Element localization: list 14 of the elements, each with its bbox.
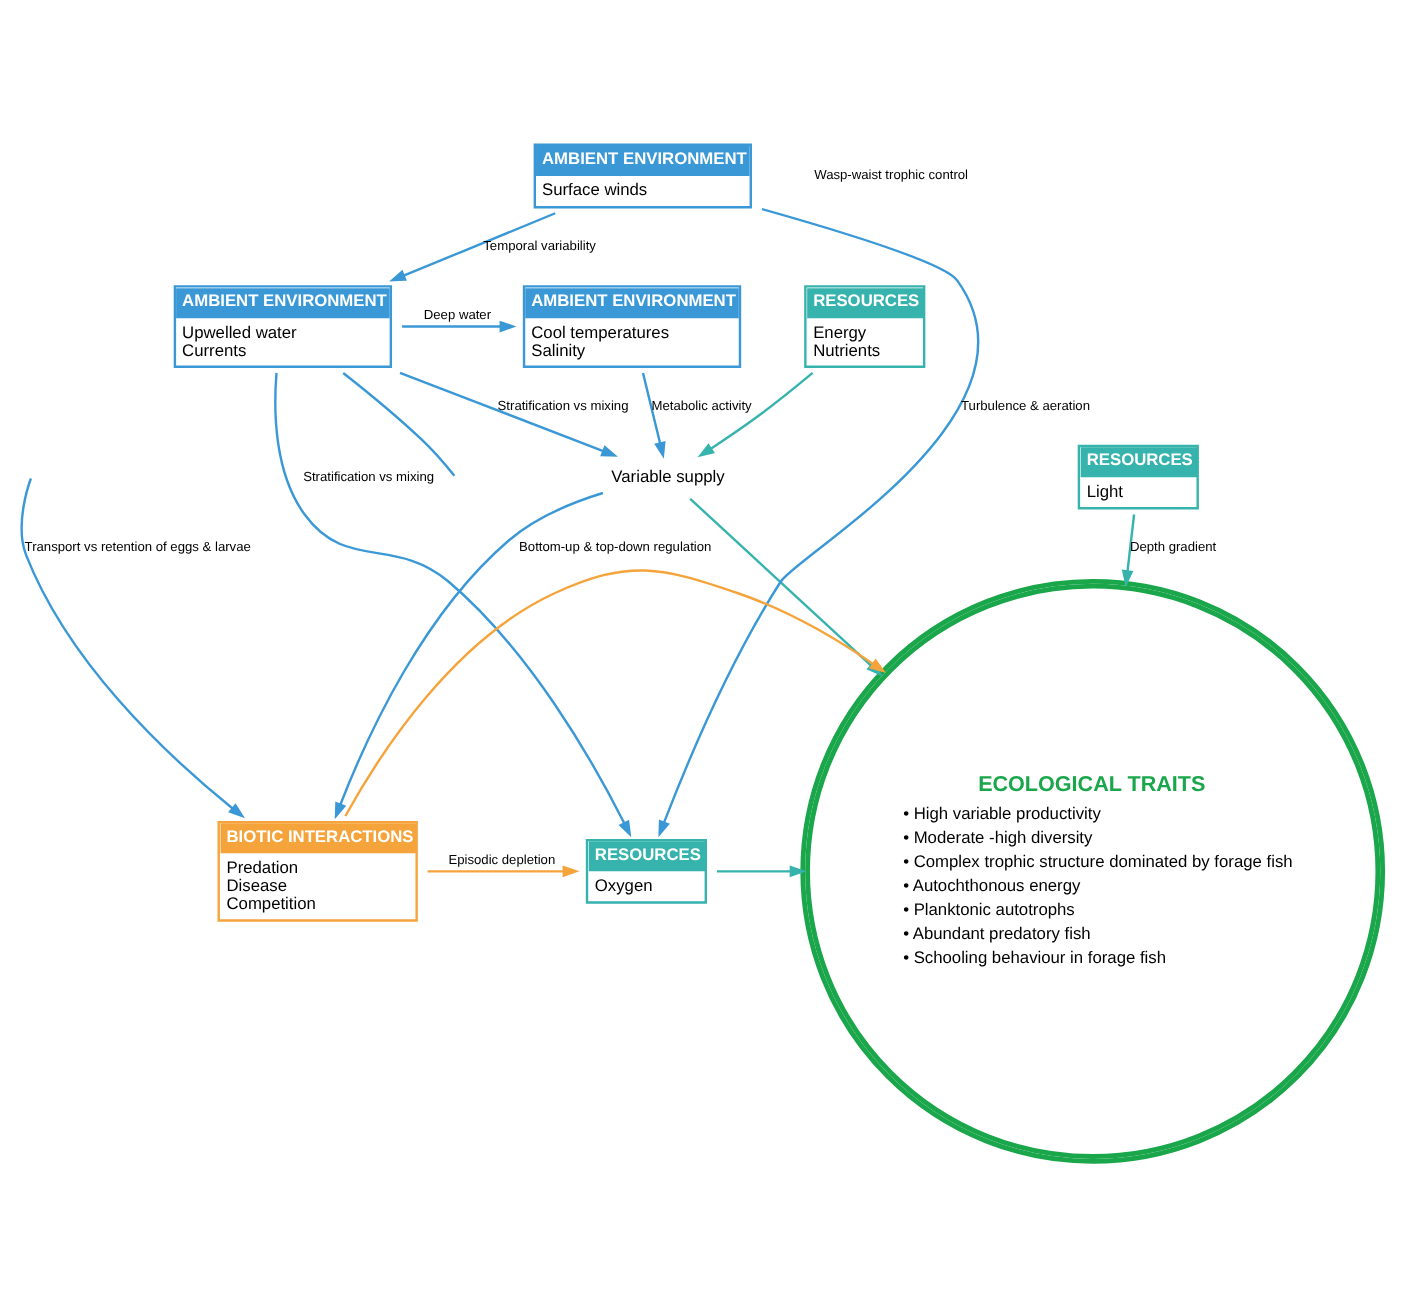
arrow	[389, 212, 556, 282]
arrow	[399, 371, 618, 457]
arrow	[697, 372, 814, 458]
connector	[342, 372, 456, 477]
arrow	[274, 372, 632, 838]
arrow	[717, 865, 807, 878]
arrow	[20, 478, 245, 819]
arrow	[641, 372, 666, 459]
arrow	[658, 207, 979, 838]
arrow	[1121, 514, 1136, 587]
arrow	[402, 320, 517, 333]
arrow	[334, 491, 604, 820]
arrow	[427, 865, 580, 878]
node-text: Variable supply	[611, 465, 725, 486]
